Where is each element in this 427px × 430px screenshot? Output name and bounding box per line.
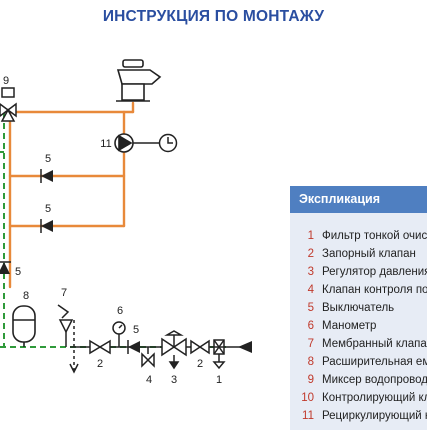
- legend-item: 1 Фильтр тонкой очистки: [290, 227, 427, 245]
- legend-item-number: 8: [307, 356, 314, 368]
- legend-item-text: Запорный клапан: [322, 248, 416, 260]
- label-2-right: 2: [197, 358, 203, 370]
- faucet-icon: [116, 59, 162, 102]
- label-2-left: 2: [97, 358, 103, 370]
- legend-item: 4 Клапан контроля потока: [290, 281, 427, 299]
- legend-item-text: Клапан контроля потока: [322, 284, 427, 296]
- legend-item-text: Контролирующий клапан: [322, 392, 427, 404]
- legend-item-text: Регулятор давления: [322, 266, 427, 278]
- legend-item-number: 5: [307, 302, 314, 314]
- label-5-upper: 5: [45, 153, 51, 165]
- legend-item: 3 Регулятор давления: [290, 263, 427, 281]
- legend-item-text: Мембранный клапан: [322, 338, 427, 350]
- label-5-supply: 5: [133, 324, 139, 336]
- shutoff-valve-right-icon: [190, 339, 210, 355]
- legend-item-number: 9: [307, 374, 314, 386]
- legend-item-text: Выключатель: [322, 302, 395, 314]
- legend-item-text: Манометр: [322, 320, 377, 332]
- label-6: 6: [117, 305, 123, 317]
- label-3: 3: [171, 374, 177, 386]
- legend-item-number: 11: [302, 410, 314, 422]
- legend-item: 2 Запорный клапан: [290, 245, 427, 263]
- legend-item-number: 3: [307, 266, 314, 278]
- legend-item: 7 Мембранный клапан: [290, 335, 427, 353]
- label-7: 7: [61, 287, 67, 299]
- check-valve-supply-icon: [127, 340, 140, 354]
- manometer-icon: [112, 321, 126, 347]
- fine-filter-icon: [212, 339, 226, 370]
- legend-header: Экспликация: [290, 186, 427, 213]
- expansion-tank-icon: [12, 305, 36, 347]
- legend-item: 11 Рециркулирующий насос: [290, 407, 427, 425]
- legend-item: 8 Расширительная емкость: [290, 353, 427, 371]
- legend-item: 5 Выключатель: [290, 299, 427, 317]
- page-title: ИНСТРУКЦИЯ ПО МОНТАЖУ: [102, 8, 325, 25]
- legend-item-text: Миксер водопровода: [322, 374, 427, 386]
- label-4: 4: [146, 374, 152, 386]
- membrane-valve-icon: [57, 304, 79, 374]
- shutoff-valve-left-icon: [89, 339, 111, 355]
- flow-direction-arrow: [238, 341, 252, 353]
- label-9: 9: [3, 75, 9, 87]
- check-valve-vertical-icon: [0, 261, 11, 274]
- label-5-vertical: 5: [15, 266, 21, 278]
- legend-item-text: Фильтр тонкой очистки: [322, 230, 427, 242]
- label-11: 11: [100, 138, 111, 150]
- legend-item-number: 1: [307, 230, 314, 242]
- legend-item-text: Рециркулирующий насос: [322, 410, 427, 422]
- legend-item: 9 Миксер водопровода: [290, 371, 427, 389]
- legend-item: 6 Манометр: [290, 317, 427, 335]
- legend-item-number: 6: [307, 320, 314, 332]
- legend-item-number: 4: [307, 284, 314, 296]
- legend-item: 10 Контролирующий клапан: [290, 389, 427, 407]
- pressure-regulator-icon: [161, 330, 187, 370]
- check-valve-lower-icon: [40, 219, 53, 233]
- legend-item-number: 2: [307, 248, 314, 260]
- recirculation-pump-icon: [114, 133, 160, 153]
- flow-control-valve-icon: [141, 347, 155, 368]
- label-5-lower: 5: [45, 203, 51, 215]
- water-mixer-icon: [0, 87, 17, 122]
- legend-panel: Экспликация 1 Фильтр тонкой очистки 2 Запо…: [290, 186, 427, 430]
- label-1: 1: [216, 374, 222, 386]
- check-valve-upper-icon: [40, 169, 53, 183]
- label-8: 8: [23, 290, 29, 302]
- legend-item-number: 10: [301, 392, 314, 404]
- clock-icon: [158, 133, 178, 153]
- hot-water-pipes: [8, 101, 135, 289]
- legend-item-text: Расширительная емкость: [322, 356, 427, 368]
- legend-item-number: 7: [307, 338, 314, 350]
